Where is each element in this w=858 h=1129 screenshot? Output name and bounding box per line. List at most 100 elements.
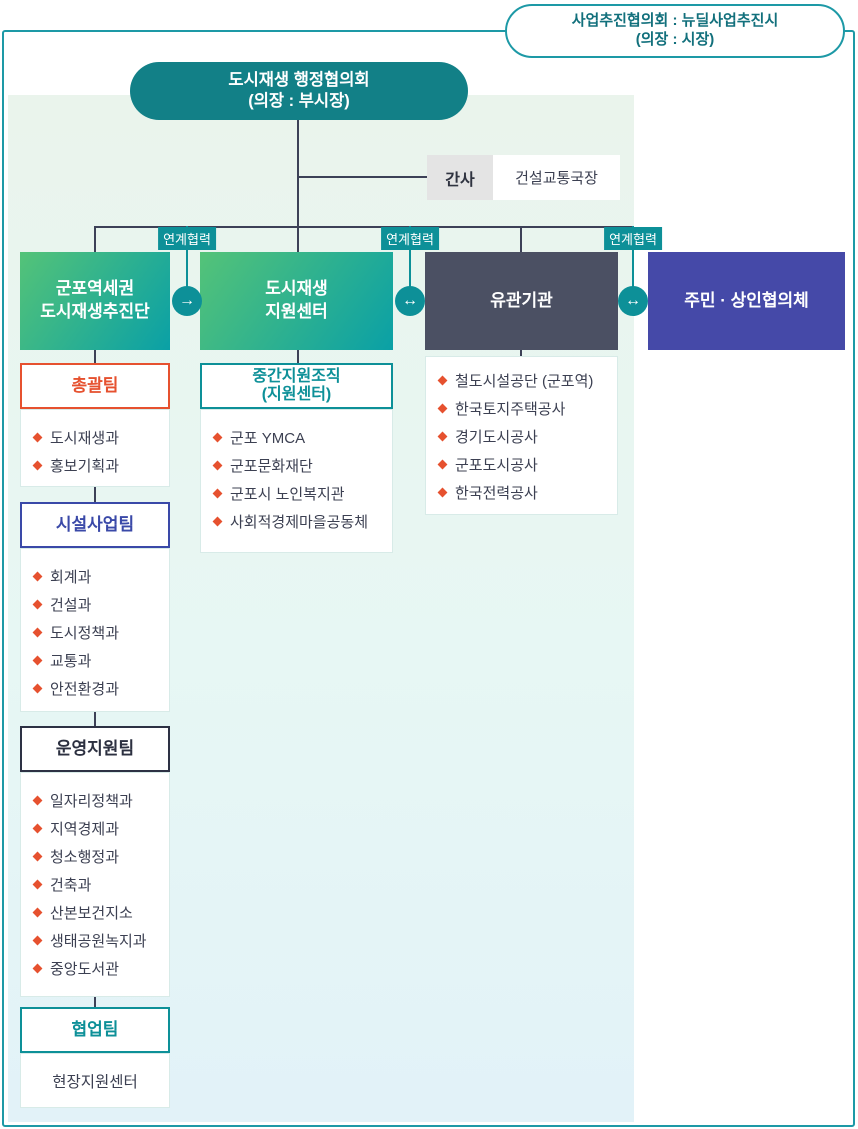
list-item-label: 군포시 노인복지관	[230, 485, 345, 503]
list-item: 도시재생과	[32, 423, 169, 451]
list-item-label: 경기도시공사	[455, 428, 538, 446]
diamond-bullet-icon	[32, 823, 43, 833]
section-header-intermediate-org: 중간지원조직 (지원센터)	[200, 363, 393, 409]
list-item: 회계과	[32, 562, 169, 590]
section-header-facility-team: 시설사업팀	[20, 502, 170, 548]
list-item: 건설과	[32, 590, 169, 618]
section-title-line1: 중간지원조직	[252, 367, 341, 385]
diamond-bullet-icon	[32, 683, 43, 693]
org-box-line: 도시재생추진단	[40, 302, 150, 321]
list-item: 한국토지주택공사	[437, 394, 617, 422]
admin-council-line1: 도시재생 행정협의회	[228, 71, 370, 90]
diamond-bullet-icon	[32, 432, 43, 442]
section-title: 시설사업팀	[55, 515, 135, 535]
org-box-line: 군포역세권	[55, 279, 135, 299]
general-team-list: 도시재생과 홍보기획과	[20, 409, 170, 487]
secretary-label: 간사	[427, 155, 493, 200]
connector-line	[297, 176, 427, 178]
list-item-label: 회계과	[50, 568, 92, 586]
plain-item-label: 현장지원센터	[52, 1073, 138, 1091]
list-item-label: 안전환경과	[50, 680, 120, 698]
diamond-bullet-icon	[437, 431, 448, 441]
org-box-line: 주민 · 상인협의체	[684, 290, 809, 310]
diamond-bullet-icon	[32, 795, 43, 805]
diamond-bullet-icon	[32, 851, 43, 861]
list-item: 지역경제과	[32, 814, 169, 842]
connector-line	[94, 226, 634, 228]
connector-line	[94, 350, 96, 364]
section-header-cooperation-team: 협업팀	[20, 1007, 170, 1053]
list-item-label: 중앙도서관	[50, 960, 120, 978]
link-label-1: 연계협력	[158, 227, 216, 250]
list-item-label: 군포도시공사	[455, 456, 538, 474]
secretary-box: 간사 건설교통국장	[427, 155, 620, 200]
connector-line	[186, 226, 188, 302]
list-item-label: 사회적경제마을공동체	[230, 513, 369, 531]
related-agencies-list: 철도시설공단 (군포역) 한국토지주택공사 경기도시공사 군포도시공사 한국전력…	[425, 356, 618, 515]
list-item: 경기도시공사	[437, 422, 617, 450]
connector-line	[632, 226, 634, 302]
double-arrow-icon: ↔	[618, 286, 648, 316]
org-box-promotion-group: 군포역세권 도시재생추진단	[20, 252, 170, 350]
list-item: 사회적경제마을공동체	[212, 507, 392, 535]
org-box-line: 지원센터	[265, 302, 328, 321]
link-label-2: 연계협력	[381, 227, 439, 250]
list-item: 도시정책과	[32, 618, 169, 646]
list-item: 생태공원녹지과	[32, 926, 169, 954]
operation-team-list: 일자리정책과 지역경제과 청소행정과 건축과 산본보건지소 생태공원녹지과 중앙…	[20, 772, 170, 997]
project-council-line2: (의장 : 시장)	[635, 31, 715, 48]
diamond-bullet-icon	[212, 460, 223, 470]
list-item: 교통과	[32, 646, 169, 674]
diamond-bullet-icon	[32, 879, 43, 889]
list-item: 군포 YMCA	[212, 423, 392, 451]
connector-line	[297, 350, 299, 364]
diamond-bullet-icon	[437, 459, 448, 469]
admin-council-line2: (의장 : 부시장)	[248, 92, 350, 110]
right-arrow-icon: →	[172, 286, 202, 316]
org-box-support-center: 도시재생 지원센터	[200, 252, 393, 350]
connector-line	[297, 226, 299, 252]
section-title: 총괄팀	[71, 376, 119, 396]
secretary-value: 건설교통국장	[493, 155, 620, 200]
facility-team-list: 회계과 건설과 도시정책과 교통과 안전환경과	[20, 548, 170, 712]
list-item-label: 지역경제과	[50, 820, 120, 838]
connector-line	[94, 997, 96, 1008]
double-arrow-icon: ↔	[395, 286, 425, 316]
list-item-label: 도시재생과	[50, 429, 120, 447]
list-item: 청소행정과	[32, 842, 169, 870]
section-header-operation-team: 운영지원팀	[20, 726, 170, 772]
diamond-bullet-icon	[32, 935, 43, 945]
diamond-bullet-icon	[32, 571, 43, 581]
list-item: 한국전력공사	[437, 478, 617, 506]
diamond-bullet-icon	[437, 487, 448, 497]
diamond-bullet-icon	[212, 516, 223, 526]
list-item-label: 한국토지주택공사	[455, 400, 566, 418]
list-item: 안전환경과	[32, 674, 169, 702]
connector-line	[94, 226, 96, 252]
list-item-label: 군포문화재단	[230, 457, 313, 475]
connector-line	[297, 119, 299, 227]
list-item-label: 건설과	[50, 596, 92, 614]
diamond-bullet-icon	[212, 488, 223, 498]
project-council-pill: 사업추진협의회 : 뉴딜사업추진시 (의장 : 시장)	[505, 4, 845, 58]
list-item-label: 일자리정책과	[50, 792, 133, 810]
connector-line	[94, 712, 96, 727]
diamond-bullet-icon	[32, 627, 43, 637]
diamond-bullet-icon	[32, 655, 43, 665]
connector-line	[409, 226, 411, 302]
section-header-general-team: 총괄팀	[20, 363, 170, 409]
list-item: 철도시설공단 (군포역)	[437, 366, 617, 394]
list-item: 일자리정책과	[32, 786, 169, 814]
list-item-label: 한국전력공사	[455, 484, 538, 502]
diamond-bullet-icon	[437, 403, 448, 413]
list-item-label: 홍보기획과	[50, 457, 120, 475]
list-item: 군포시 노인복지관	[212, 479, 392, 507]
list-item-label: 산본보건지소	[50, 904, 133, 922]
connector-line	[94, 487, 96, 503]
field-support-center-box: 현장지원센터	[20, 1053, 170, 1108]
connector-line	[520, 350, 522, 358]
org-box-related-agencies: 유관기관	[425, 252, 618, 350]
list-item-label: 청소행정과	[50, 848, 120, 866]
section-title: 협업팀	[71, 1020, 119, 1040]
